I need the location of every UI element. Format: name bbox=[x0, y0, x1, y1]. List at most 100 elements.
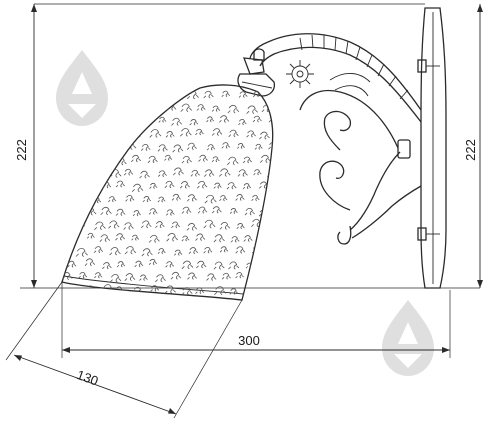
shade-pattern-mark bbox=[268, 115, 273, 123]
shade-pattern-mark bbox=[94, 221, 106, 231]
shade-pattern-mark bbox=[190, 169, 200, 177]
shade-pattern-mark bbox=[246, 130, 256, 138]
height-dimension-left: 222 bbox=[14, 3, 480, 289]
shade-pattern-mark bbox=[277, 132, 287, 139]
shade-pattern-mark bbox=[116, 261, 126, 268]
shade-pattern-mark bbox=[149, 182, 158, 189]
shade-pattern-mark bbox=[66, 233, 76, 240]
shade-pattern-mark bbox=[109, 247, 121, 256]
height-dimension-right: 222 bbox=[463, 4, 483, 288]
shade-pattern-mark bbox=[196, 260, 207, 269]
shade-pattern-mark bbox=[164, 285, 176, 294]
shade-pattern-mark bbox=[108, 220, 120, 229]
shade-pattern-mark bbox=[102, 155, 112, 162]
shade-pattern-mark bbox=[131, 183, 144, 193]
shade-pattern-mark bbox=[140, 143, 151, 151]
shade-pattern-mark bbox=[203, 219, 216, 229]
shade-pattern-mark bbox=[243, 235, 253, 242]
shade-pattern-mark bbox=[258, 209, 269, 217]
shade-pattern-mark bbox=[195, 128, 204, 136]
decorative-arm bbox=[249, 33, 422, 245]
shade-pattern-mark bbox=[69, 183, 80, 192]
shade-pattern-mark bbox=[203, 169, 215, 177]
shade-pattern-mark bbox=[115, 208, 126, 216]
shade-pattern-mark bbox=[139, 274, 148, 281]
shade-pattern-mark bbox=[174, 249, 183, 256]
shade-pattern-mark bbox=[158, 116, 167, 123]
shade-pattern-mark bbox=[245, 262, 254, 269]
shade-pattern-mark bbox=[132, 210, 141, 217]
shade-pattern-mark bbox=[108, 196, 117, 203]
shade-pattern-mark bbox=[165, 131, 175, 138]
height-label-right: 222 bbox=[463, 139, 478, 161]
shade-pattern-mark bbox=[187, 272, 197, 280]
shade-pattern-mark bbox=[102, 181, 112, 189]
shade-pattern-mark bbox=[140, 115, 152, 124]
shade-pattern-mark bbox=[278, 210, 286, 215]
shade-pattern-mark bbox=[235, 246, 246, 254]
shade-pattern-mark bbox=[203, 246, 213, 254]
shade-pattern-mark bbox=[228, 129, 239, 138]
shade-pattern-mark bbox=[186, 142, 197, 150]
shade-pattern-mark bbox=[181, 287, 193, 296]
shade-pattern-mark bbox=[157, 248, 166, 255]
shade-pattern-mark bbox=[181, 235, 190, 242]
shade-pattern-mark bbox=[206, 144, 216, 151]
shade-pattern-mark bbox=[67, 157, 77, 165]
shade-pattern-mark bbox=[94, 272, 103, 279]
shade-pattern-mark bbox=[155, 274, 166, 283]
shade-pattern-mark bbox=[84, 258, 96, 267]
shade-pattern-mark bbox=[227, 156, 239, 166]
shade-pattern-mark bbox=[62, 144, 73, 154]
shade-pattern-mark bbox=[186, 194, 197, 202]
shade-pattern-mark bbox=[157, 144, 168, 152]
shade-pattern-mark bbox=[211, 105, 221, 112]
shade-pattern-mark bbox=[148, 104, 159, 113]
shade-pattern-mark bbox=[139, 170, 150, 179]
shade-pattern-mark bbox=[276, 233, 287, 241]
shade-pattern-mark bbox=[259, 154, 271, 163]
shade-pattern-mark bbox=[230, 236, 240, 243]
shade-pattern-mark bbox=[228, 261, 240, 270]
shade-pattern-mark bbox=[219, 195, 228, 202]
shade-pattern-mark bbox=[229, 288, 239, 295]
shade-pattern-mark bbox=[132, 103, 141, 110]
shade-pattern-mark bbox=[140, 220, 152, 229]
shade-pattern-mark bbox=[204, 194, 217, 204]
shade-pattern-mark bbox=[62, 221, 75, 231]
shade-pattern-mark bbox=[213, 234, 225, 243]
shade-pattern-mark bbox=[78, 196, 90, 205]
shade-pattern-mark bbox=[148, 258, 158, 266]
shade-pattern-mark bbox=[62, 171, 72, 179]
shade-pattern-mark bbox=[125, 89, 136, 97]
shade-pattern-mark bbox=[198, 154, 208, 162]
shade-pattern-mark bbox=[181, 260, 194, 270]
shade-pattern-mark bbox=[227, 104, 240, 114]
shade-pattern-mark bbox=[171, 193, 181, 201]
shade-pattern-mark bbox=[213, 261, 225, 270]
shade-pattern-mark bbox=[117, 103, 127, 110]
shade-pattern-mark bbox=[148, 208, 158, 215]
shade-pattern-mark bbox=[277, 184, 288, 192]
droplet-shield-icon bbox=[382, 300, 434, 376]
shade-pattern-mark bbox=[219, 246, 229, 253]
shade-pattern-mark bbox=[261, 233, 272, 241]
shade-pattern-mark bbox=[109, 274, 122, 283]
shade-pattern-mark bbox=[165, 209, 175, 216]
shade-pattern-mark bbox=[270, 222, 273, 229]
shade-pattern-mark bbox=[237, 169, 248, 177]
shade-pattern-mark bbox=[171, 117, 183, 126]
shade-pattern-mark bbox=[186, 223, 198, 231]
shade-pattern-mark bbox=[237, 143, 245, 149]
shade-pattern-mark bbox=[157, 196, 166, 203]
shade-pattern-mark bbox=[139, 92, 149, 99]
shade-pattern-mark bbox=[244, 207, 255, 216]
shade-pattern-mark bbox=[68, 285, 79, 294]
shade-pattern-mark bbox=[123, 168, 134, 176]
shade-pattern-mark bbox=[148, 234, 160, 243]
shade-pattern-mark bbox=[141, 248, 153, 257]
droplet-shield-icon bbox=[56, 50, 108, 126]
shade-pattern-mark bbox=[115, 233, 126, 241]
shade-pattern-mark bbox=[214, 286, 227, 296]
shade-pattern-mark bbox=[226, 182, 237, 190]
